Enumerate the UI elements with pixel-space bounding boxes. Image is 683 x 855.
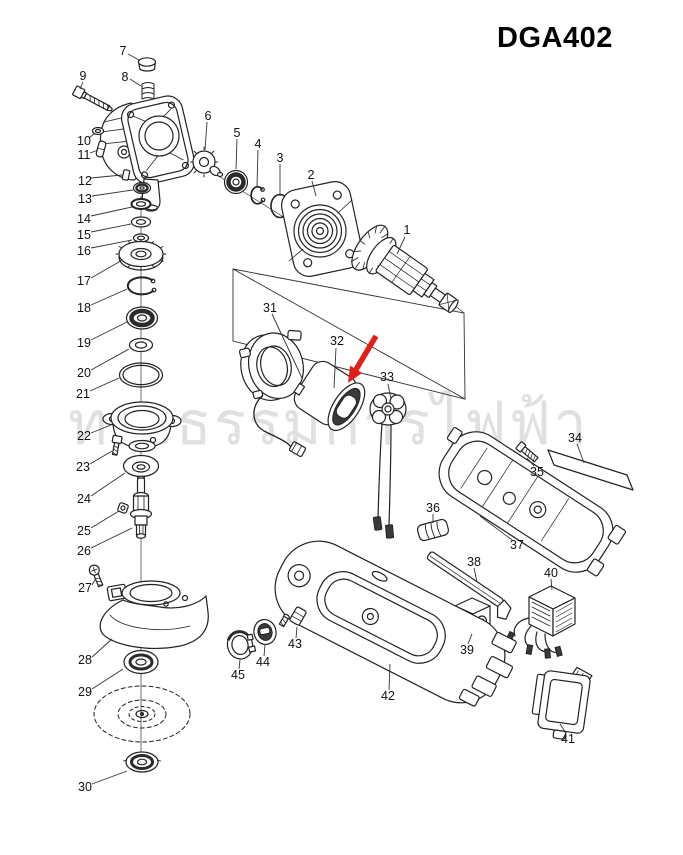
part-22-bearing-box (102, 401, 182, 453)
part-11-pin (95, 140, 107, 158)
part-31-coil-ring (238, 329, 307, 458)
part-24-plate (122, 454, 160, 478)
part-45-knob (226, 630, 257, 660)
part-35-screw (515, 441, 539, 463)
leader-lines (79, 53, 585, 785)
part-9-bolt (72, 85, 113, 112)
part-16-washer (132, 233, 150, 243)
part-17-bevel-gear (115, 239, 167, 271)
part-43-lock-button (278, 606, 307, 628)
part-29-inner-flange (123, 649, 159, 675)
part-23-screw (111, 434, 123, 456)
part-34-name-plate (547, 449, 634, 491)
part-14-washer (130, 198, 152, 210)
part-33-bearing-retainer (369, 392, 407, 539)
part-18-circlip (126, 276, 157, 296)
part-5-ball-bearing (223, 169, 249, 195)
part-41-terminal (531, 666, 593, 740)
part-40-controller (505, 585, 576, 659)
part-30-lock-nut (123, 751, 161, 773)
part-6-pinion-gear (190, 146, 224, 178)
part-2-baffle-plate (280, 181, 364, 277)
part-13-bearing (132, 181, 152, 195)
subassembly-group-box (232, 268, 466, 400)
part-27-screw (88, 564, 104, 588)
part-4-circlip (250, 186, 266, 205)
part-38-slide-bar (426, 551, 512, 620)
part-37-housing-rear (438, 427, 627, 577)
part-7-cap (137, 57, 157, 72)
part-10-washer (91, 126, 105, 136)
page-title: DGA402 (497, 22, 613, 54)
part-25-pin (117, 502, 129, 514)
part-12-pin (121, 169, 131, 181)
part-42-housing-front (274, 540, 517, 707)
part-21-o-ring (118, 362, 164, 388)
part-19-ball-bearing (125, 306, 159, 330)
part-20-washer (128, 337, 154, 353)
part-1-armature (351, 224, 459, 314)
part-26-spindle (129, 475, 153, 539)
part-gear-housing (99, 95, 196, 212)
part-32-stator (293, 360, 366, 432)
part-44-cap (253, 618, 277, 646)
part-8-spring (141, 82, 155, 100)
grinding-wheel-dashed (93, 685, 191, 743)
highlight-arrow (348, 334, 379, 383)
part-28-wheel-guard (99, 580, 209, 649)
part-15-washer (130, 216, 152, 228)
part-36-slide-knob (416, 518, 450, 542)
